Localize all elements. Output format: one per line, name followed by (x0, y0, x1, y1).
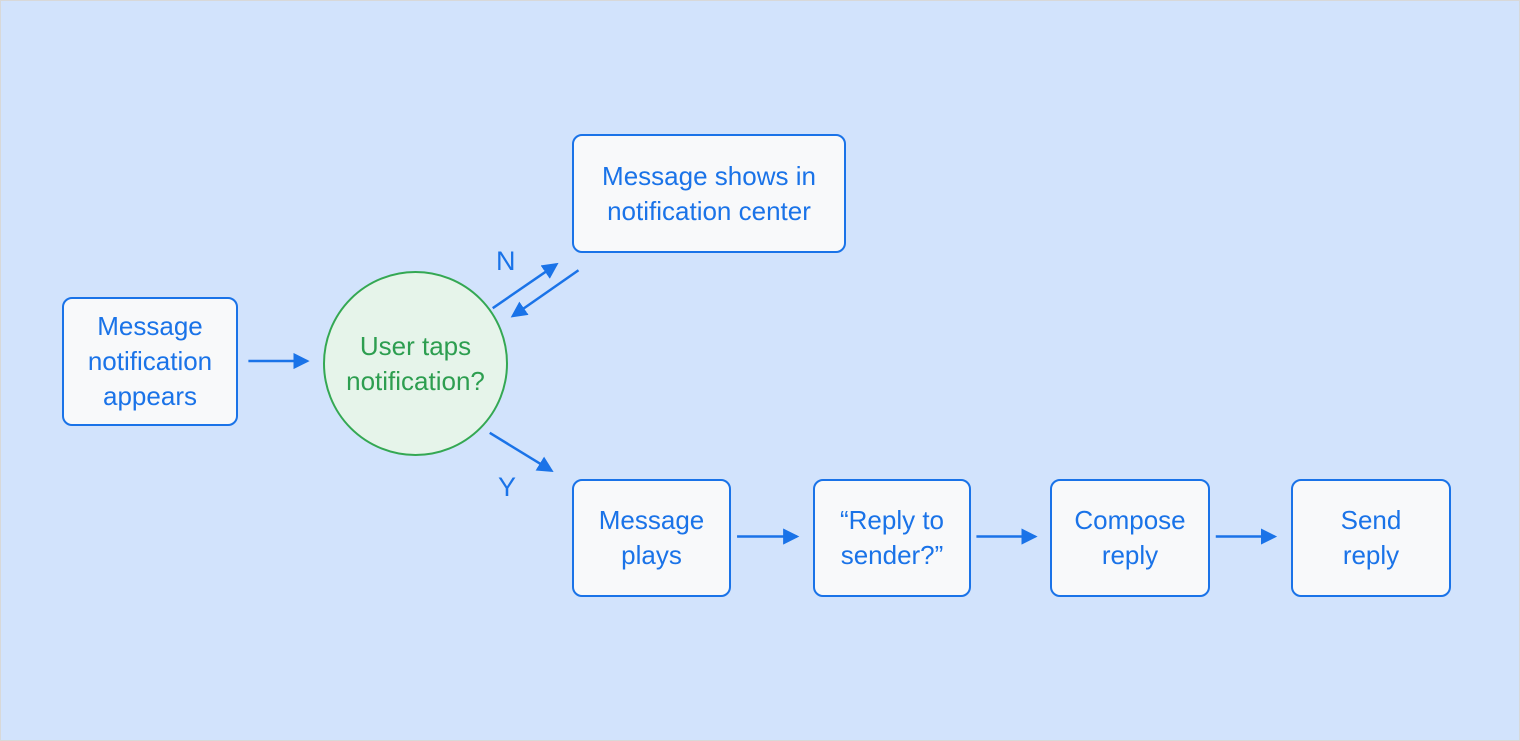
node-user-taps-notification-decision: User taps notification? (323, 271, 508, 456)
edge-label-no: N (496, 246, 516, 276)
edge-decision-to-message-plays (489, 431, 554, 472)
node-label-line: sender?” (840, 540, 944, 570)
node-label-line: Send (1340, 505, 1402, 535)
node-label-line: Compose (1074, 505, 1186, 535)
node-reply-to-sender: “Reply to sender?” (813, 479, 971, 597)
node-send-reply: Send reply (1291, 479, 1451, 597)
node-label-line: User taps (359, 330, 472, 361)
node-label-line: notification (87, 346, 213, 376)
node-message-plays: Message plays (572, 479, 731, 597)
edge-label-yes: Y (498, 472, 517, 502)
node-label-line: reply (1342, 540, 1400, 570)
node-message-shows-in-notification-center: Message shows in notification center (572, 134, 846, 253)
node-compose-reply: Compose reply (1050, 479, 1210, 597)
node-label-line: notification center (607, 195, 811, 226)
node-label-line: Message (598, 505, 705, 535)
node-label-line: “Reply to (839, 505, 945, 535)
node-label-line: notification? (346, 365, 485, 396)
node-label-line: reply (1101, 540, 1159, 570)
node-label-line: Message (97, 311, 203, 341)
node-message-notification-appears: Message notification appears (62, 297, 238, 426)
edge-notification-center-to-decision (510, 269, 580, 318)
node-label-line: appears (103, 381, 197, 411)
node-label-line: plays (621, 540, 682, 570)
node-label-line: Message shows in (602, 160, 816, 191)
